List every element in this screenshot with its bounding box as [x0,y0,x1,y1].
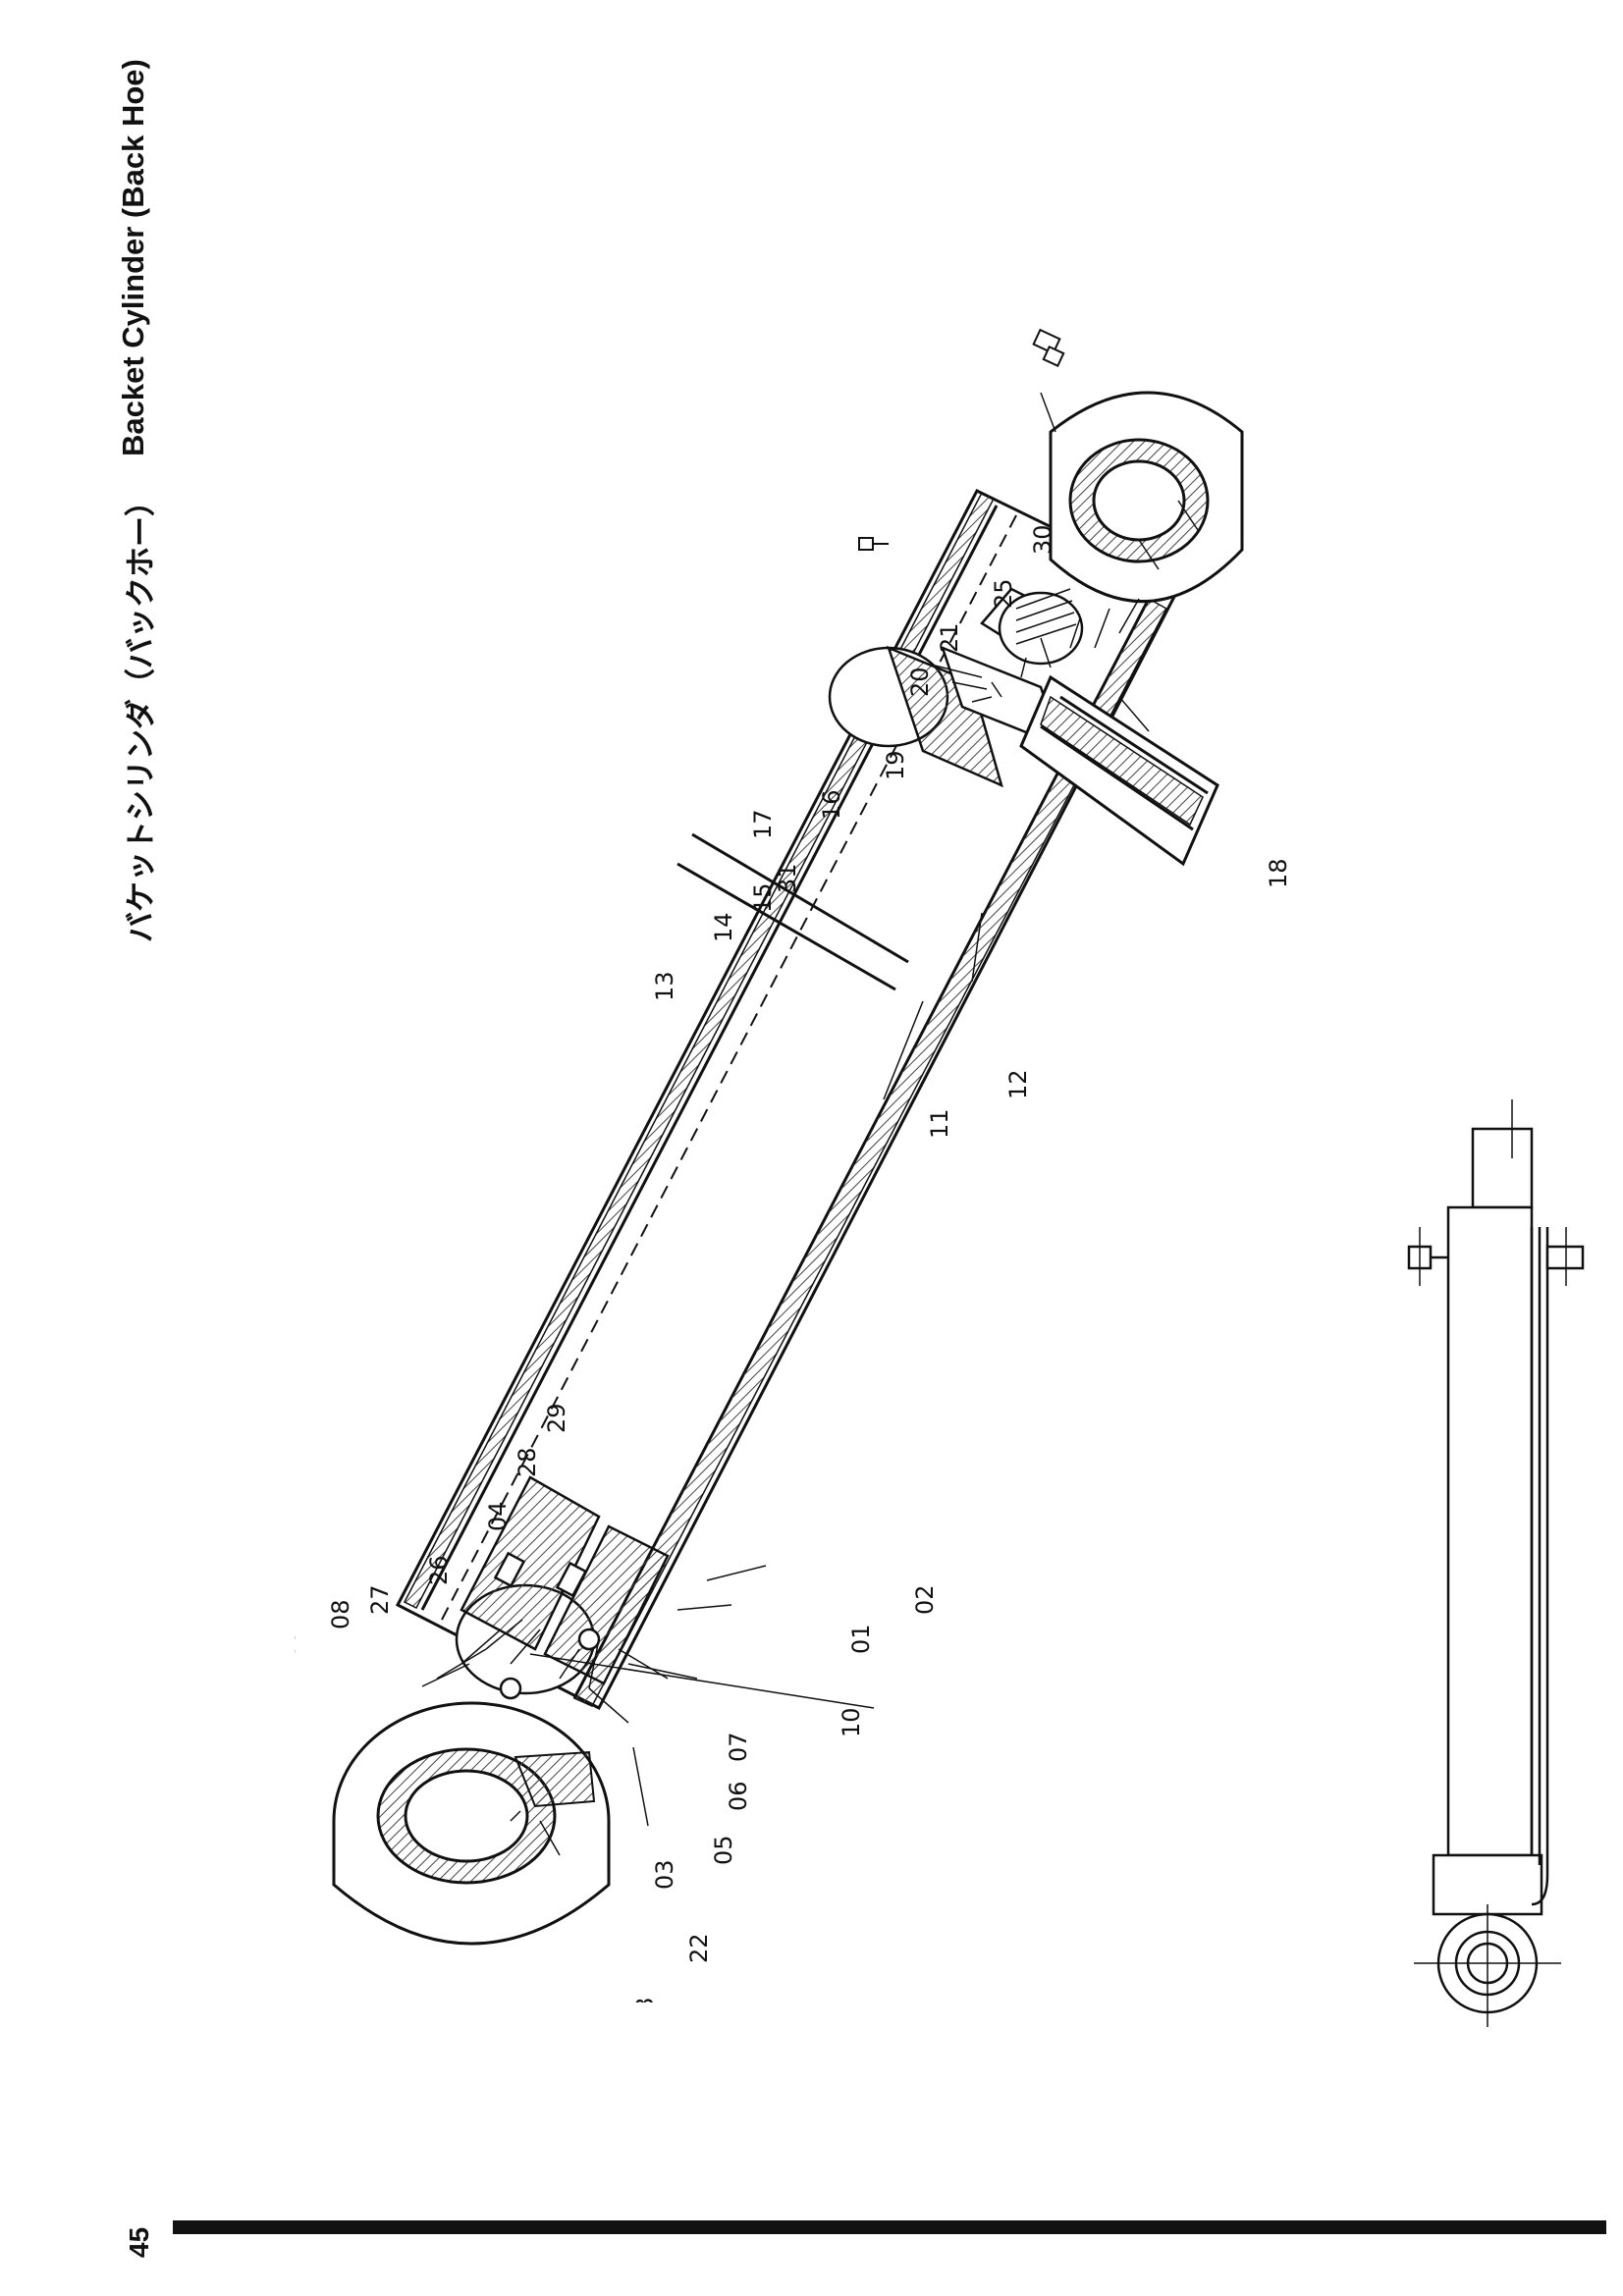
callout-06: 06 [725,1781,752,1811]
callout-02: 02 [911,1584,939,1615]
footer-rule [173,2220,1606,2234]
callout-28: 28 [514,1447,541,1477]
callout-labels: 01 02 03 04 05 06 07 08 09 10 11 12 13 1… [295,524,1292,2002]
set-screw [858,537,889,551]
callout-13: 13 [651,971,678,1001]
cylinder-side-view [1407,1099,1585,2027]
callout-11: 11 [926,1108,953,1139]
callout-01: 01 [847,1624,875,1654]
callout-05: 05 [710,1835,737,1865]
cylinder-head [455,1475,670,1700]
callout-07: 07 [725,1732,752,1762]
callout-21: 21 [936,622,963,653]
callout-16: 16 [818,789,845,820]
callout-31: 31 [774,863,801,893]
callout-03: 03 [651,1859,678,1890]
callout-19: 19 [882,750,909,780]
callout-27: 27 [366,1584,394,1615]
grease-nipple [1032,328,1065,368]
cylinder-cutaway-drawing: 01 02 03 04 05 06 07 08 09 10 11 12 13 1… [295,328,1292,2002]
callout-25: 25 [990,578,1017,609]
callout-22: 22 [685,1933,713,1963]
callout-20: 20 [906,667,934,697]
callout-08: 08 [327,1599,354,1629]
cylinder-tube [395,489,1181,1711]
callout-18: 18 [1265,858,1292,888]
callout-30: 30 [1029,524,1056,555]
bottom-end-eye [1019,391,1244,867]
title-english: Backet Cylinder (Back Hoe) [116,59,150,456]
callout-10: 10 [838,1707,865,1737]
callout-15: 15 [749,882,777,913]
callout-12: 12 [1004,1069,1032,1099]
callout-04: 04 [484,1501,512,1531]
callout-17: 17 [749,809,777,839]
callout-23: 23 [631,1997,659,2002]
rod-end-eye [332,1701,611,1946]
callout-29: 29 [543,1403,570,1433]
page-number: 45 [124,2226,154,2258]
callout-09: 09 [295,1629,300,1659]
callout-14: 14 [710,912,737,942]
callout-26: 26 [425,1555,453,1585]
leader-lines [421,392,1199,1856]
title-japanese: バケットシリンダ（バックホー） [124,486,158,942]
